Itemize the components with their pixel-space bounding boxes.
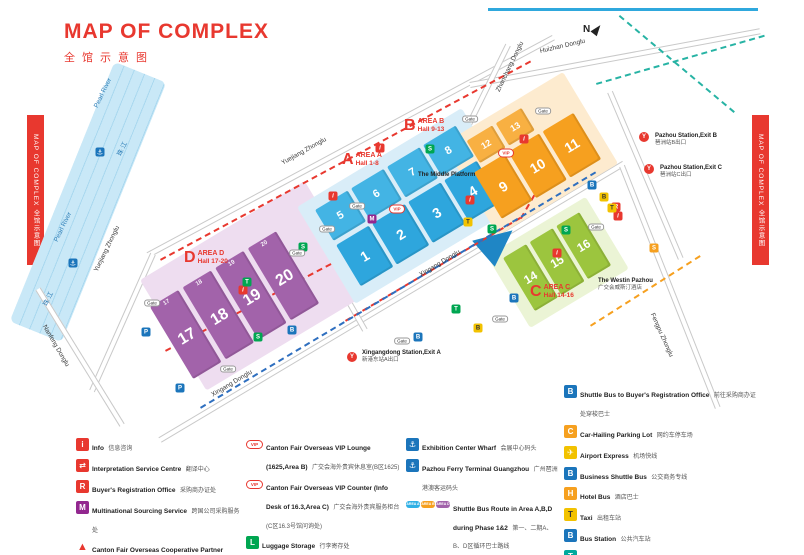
legend-item: VIP Canton Fair Overseas VIP Counter (In… bbox=[246, 477, 402, 534]
legend-column-4: B Shuttle Bus to Buyer's Registration Of… bbox=[564, 384, 758, 555]
airport-express-icon: ✈ bbox=[564, 445, 577, 459]
legend-item: ✈ Airport Express 机场快线 bbox=[564, 445, 758, 464]
interpretation-icon: ⇄ bbox=[76, 458, 89, 472]
bus-yellow-icon: B bbox=[599, 192, 609, 202]
gate-label: Gate bbox=[394, 337, 410, 345]
top-divider-line bbox=[488, 8, 758, 11]
metro-icon: Y bbox=[347, 352, 357, 362]
metro-icon: Y bbox=[639, 132, 649, 142]
vip-lounge-icon: VIP bbox=[246, 440, 263, 449]
page-header: MAP OF COMPLEX 全馆示意图 bbox=[64, 20, 269, 65]
ferry-icon: ⚓ bbox=[406, 458, 419, 472]
legend-item: ⇄ Interpretation Service Centre 翻译中心 bbox=[76, 458, 242, 477]
parking-icon: P bbox=[141, 327, 151, 337]
road-yuejiang-zhonglu-south bbox=[89, 252, 156, 393]
gate-label: Gate bbox=[492, 315, 508, 323]
tram-line bbox=[618, 15, 735, 113]
legend-item: T Taxi 出租车站 bbox=[564, 507, 758, 526]
ticket-icon: T bbox=[451, 304, 461, 314]
map-poi-label: Xingangdong Station,Exit A 新港东站A出口 bbox=[362, 350, 441, 364]
page-title: MAP OF COMPLEX bbox=[64, 20, 269, 43]
registration-shuttle-icon: B bbox=[564, 385, 577, 398]
luggage-icon: L bbox=[246, 536, 259, 550]
legend-column-2: VIP Canton Fair Overseas VIP Lounge (162… bbox=[246, 437, 402, 555]
pearl-river bbox=[9, 61, 167, 343]
legend-item: B Bus Station 公共汽车站 bbox=[564, 528, 758, 547]
left-side-banner: MAP OF COMPLEX 全馆示意图 bbox=[27, 115, 44, 265]
legend-item: L Luggage Storage 行李寄存处 bbox=[246, 535, 402, 554]
legend-item: R Buyer's Registration Office 采购商办证处 bbox=[76, 479, 242, 498]
compass: N bbox=[583, 22, 604, 37]
partner-icon: ▲ bbox=[77, 540, 88, 553]
info-icon: i bbox=[76, 438, 89, 451]
street-label: Fengpu Zhonglu bbox=[648, 312, 675, 359]
route-area-tag: AREA A bbox=[406, 500, 420, 508]
registration-icon: R bbox=[611, 202, 621, 212]
taxi-icon: T bbox=[607, 203, 617, 213]
road-fengpu-zhonglu bbox=[619, 164, 721, 409]
legend-item: VIP Canton Fair Overseas VIP Lounge (162… bbox=[246, 437, 402, 475]
left-banner-text: MAP OF COMPLEX 全馆示意图 bbox=[32, 133, 39, 247]
hotel-bus-icon: H bbox=[564, 487, 577, 501]
parking-icon: P bbox=[175, 383, 185, 393]
road-nanfeng-donglu bbox=[35, 287, 125, 427]
business-shuttle-icon: B bbox=[564, 466, 577, 480]
car-hailing-icon: C bbox=[564, 424, 577, 438]
map-poi-label: Pazhou Station,Exit B 琶洲站B出口 bbox=[655, 133, 718, 147]
info-icon: i bbox=[613, 211, 623, 221]
taxi-icon: T bbox=[564, 508, 577, 522]
legend-item: ⚓ Pazhou Ferry Terminal Guangzhou 广州琶洲港澳… bbox=[406, 458, 560, 496]
bus-station-icon: B bbox=[564, 529, 577, 543]
right-banner-text: MAP OF COMPLEX 全馆示意图 bbox=[757, 133, 764, 247]
sourcing-icon: M bbox=[76, 500, 89, 514]
legend-item: ⚓ Exhibition Center Wharf 会展中心码头 bbox=[406, 437, 560, 456]
legend-item: M Multinational Sourcing Service 跨国公司采购服… bbox=[76, 500, 242, 538]
route-area-tag: AREA D bbox=[436, 500, 450, 508]
bus-blue-icon: B bbox=[413, 332, 423, 342]
legend-column-1: i Info 信息咨询 ⇄ Interpretation Service Cen… bbox=[76, 437, 242, 555]
legend-item: B Shuttle Bus to Buyer's Registration Of… bbox=[564, 384, 758, 422]
compass-arrow-icon bbox=[590, 22, 604, 37]
bus-yellow-icon: B bbox=[473, 323, 483, 333]
legend-item: B Business Shuttle Bus 公交商务专线 bbox=[564, 466, 758, 485]
legend-item: i Info 信息咨询 bbox=[76, 437, 242, 456]
map-poi-label: Pazhou Station,Exit C 琶洲站C出口 bbox=[660, 165, 723, 179]
legend-item: C Car-Hailing Parking Lot 网约车停车场 bbox=[564, 424, 758, 443]
tram-icon: T bbox=[564, 550, 577, 555]
page-subtitle: 全馆示意图 bbox=[64, 52, 154, 64]
right-side-banner: MAP OF COMPLEX 全馆示意图 bbox=[752, 115, 769, 265]
compass-north-label: N bbox=[583, 24, 591, 35]
registration-icon: R bbox=[76, 479, 89, 493]
legend-item: T Tram 有轨电车车站 bbox=[564, 549, 758, 555]
route-area-tag: AREA B bbox=[421, 500, 435, 508]
legend-column-3: ⚓ Exhibition Center Wharf 会展中心码头 ⚓ Pazho… bbox=[406, 437, 560, 555]
vip-counter-icon: VIP bbox=[246, 479, 263, 489]
wharf-icon: ⚓ bbox=[406, 438, 419, 451]
legend-item: H Hotel Bus 酒店巴士 bbox=[564, 486, 758, 505]
legend-item: ▲ Canton Fair Overseas Cooperative Partn… bbox=[77, 540, 224, 555]
